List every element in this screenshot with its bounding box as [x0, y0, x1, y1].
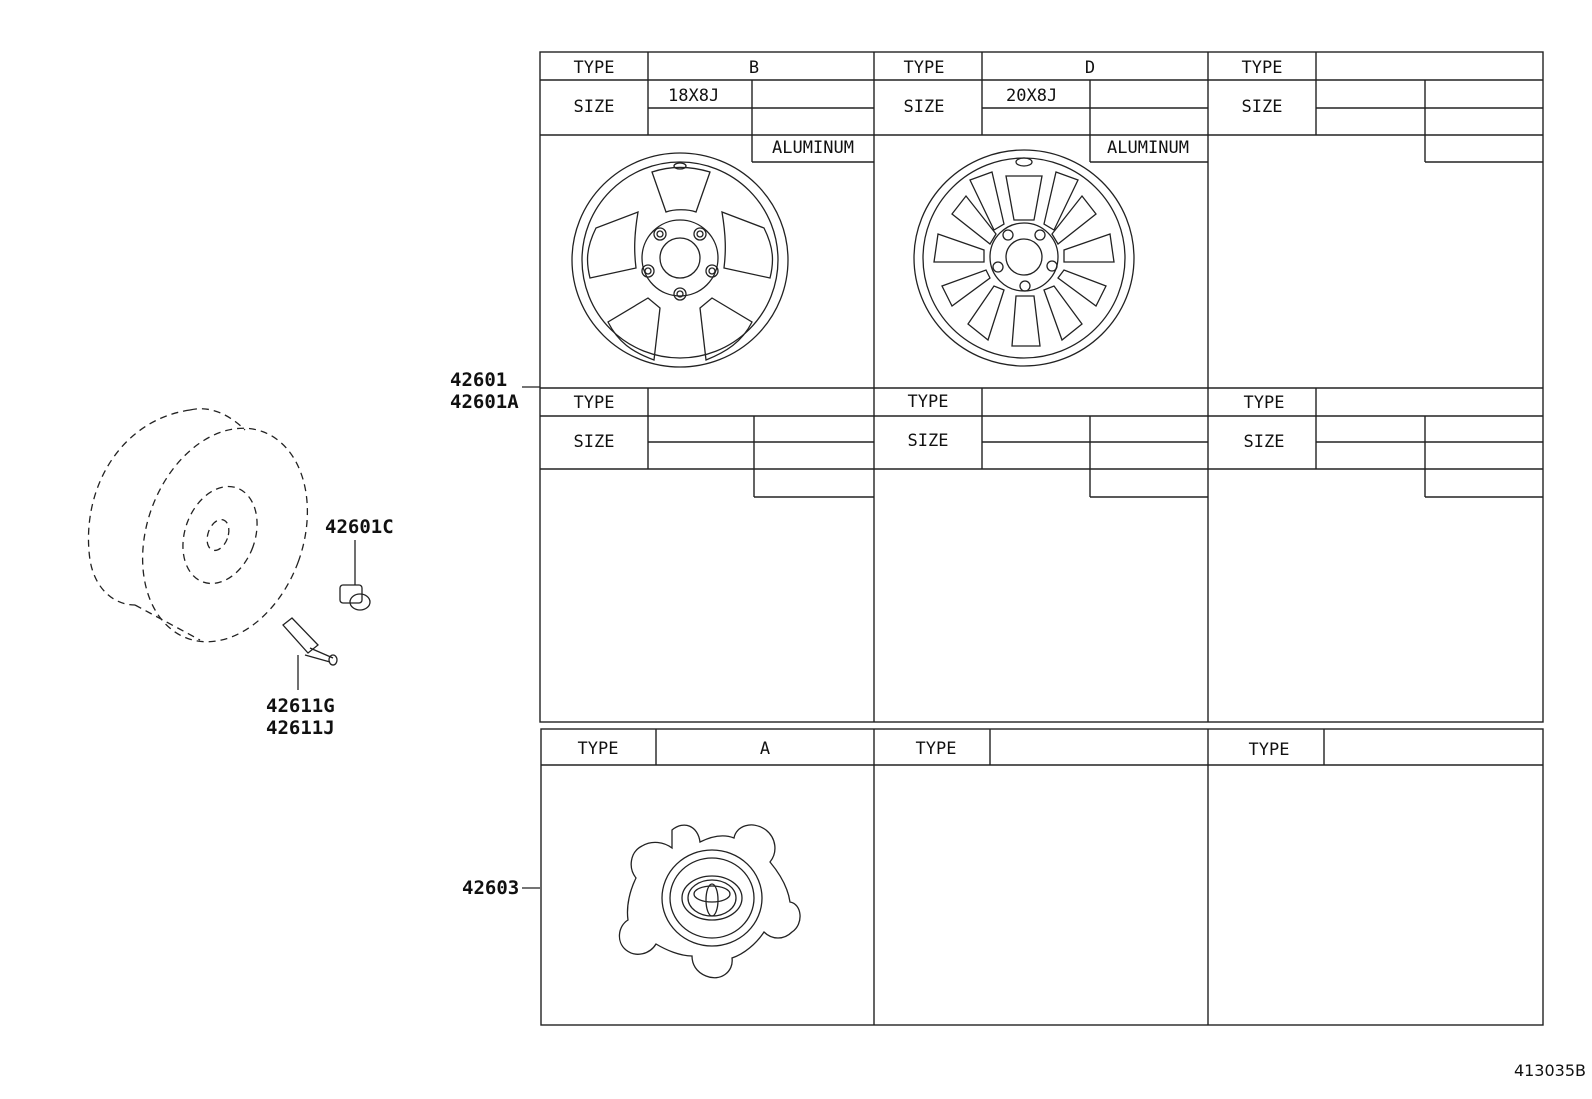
- type-header-4: TYPE: [574, 393, 615, 413]
- cap-type-value-1: A: [760, 739, 770, 759]
- label-42601a: 42601A: [450, 391, 519, 413]
- type-value-1: B: [749, 58, 759, 78]
- cap-type-header-2: TYPE: [916, 739, 957, 759]
- type-header-3: TYPE: [1242, 58, 1283, 78]
- size-header-1: SIZE: [574, 97, 615, 117]
- cap-type-header-3: TYPE: [1249, 740, 1290, 760]
- valve-stem-icon: [282, 617, 338, 690]
- center-cap-icon: [618, 824, 801, 979]
- material-value-2: ALUMINUM: [1107, 138, 1189, 158]
- type-header-1: TYPE: [574, 58, 615, 78]
- label-42611g: 42611G: [266, 695, 335, 717]
- size-value-2: 20X8J: [1006, 86, 1057, 106]
- size-header-5: SIZE: [908, 431, 949, 451]
- type-header-2: TYPE: [904, 58, 945, 78]
- size-header-3: SIZE: [1242, 97, 1283, 117]
- wheel-d-icon: [913, 149, 1135, 367]
- type-header-5: TYPE: [908, 392, 949, 412]
- type-value-2: D: [1085, 58, 1095, 78]
- wheel-table: [539, 51, 1544, 1026]
- size-header-4: SIZE: [574, 432, 615, 452]
- size-value-1: 18X8J: [668, 86, 719, 106]
- type-header-6: TYPE: [1244, 393, 1285, 413]
- label-42611j: 42611J: [266, 717, 335, 739]
- size-header-2: SIZE: [904, 97, 945, 117]
- wheel-b-icon: [571, 152, 789, 368]
- lug-nut-icon: [339, 540, 371, 611]
- size-header-6: SIZE: [1244, 432, 1285, 452]
- cap-type-header-1: TYPE: [578, 739, 619, 759]
- tire-icon: [87, 408, 309, 643]
- label-42601: 42601: [450, 369, 507, 391]
- label-42603: 42603: [462, 877, 519, 899]
- label-42601c: 42601C: [325, 516, 394, 538]
- diagram-id: 413035B: [1514, 1061, 1586, 1080]
- material-value-1: ALUMINUM: [772, 138, 854, 158]
